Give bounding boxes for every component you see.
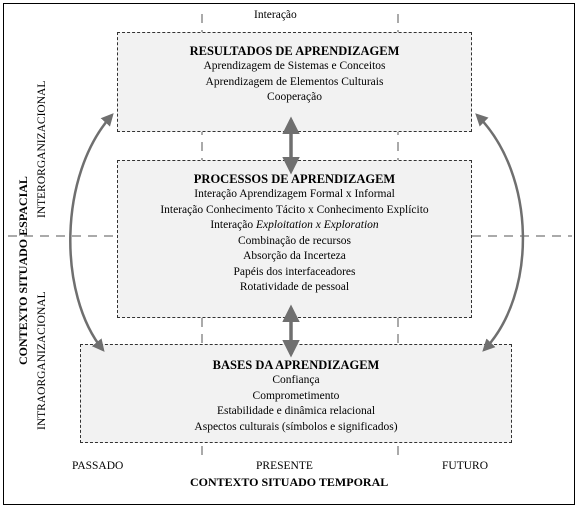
- inter-organizational-label: INTERORGANIZACIONAL: [36, 80, 48, 218]
- top-interaction-label: Interação: [254, 9, 297, 21]
- bases-item: Estabilidade e dinâmica relacional: [216, 405, 376, 417]
- results-box: RESULTADOS DE APRENDIZAGEM Aprendizagem …: [117, 32, 472, 132]
- results-item: Aprendizagem de Elementos Culturais: [205, 75, 384, 88]
- future-label: FUTURO: [442, 460, 489, 472]
- processes-title: PROCESSOS DE APRENDIZAGEM: [193, 172, 396, 186]
- spatial-axis-title: CONTEXTO SITUADO ESPACIAL: [16, 176, 30, 365]
- results-title: RESULTADOS DE APRENDIZAGEM: [189, 44, 400, 58]
- processes-item: Rotatividade de pessoal: [239, 281, 350, 293]
- processes-item: Combinação de recursos: [237, 234, 352, 247]
- left-curved-arrow: [69, 113, 114, 352]
- right-curved-arrow: [475, 113, 525, 352]
- results-item: Cooperação: [267, 91, 322, 103]
- past-label: PASSADO: [72, 460, 124, 472]
- processes-item: Papéis dos interfaceadores: [233, 265, 356, 278]
- present-label: PRESENTE: [256, 460, 313, 472]
- bases-item: Confiança: [272, 374, 320, 386]
- bases-box: BASES DA APRENDIZAGEM Confiança Comprome…: [80, 344, 512, 443]
- bases-title: BASES DA APRENDIZAGEM: [212, 358, 380, 372]
- bases-item: Aspectos culturais (símbolos e significa…: [194, 420, 398, 433]
- processes-item: Absorção da Incerteza: [243, 250, 346, 262]
- processes-item: Interação Aprendizagem Formal x Informal: [194, 188, 395, 200]
- processes-item: Interação Exploitation x Exploration: [210, 219, 379, 231]
- temporal-axis-title: CONTEXTO SITUADO TEMPORAL: [190, 475, 389, 489]
- bases-item: Comprometimento: [252, 389, 340, 402]
- intra-organizational-label: INTRAORGANIZACIONAL: [36, 291, 48, 430]
- results-item: Aprendizagem de Sistemas e Conceitos: [203, 60, 386, 72]
- processes-item: Interação Conhecimento Tácito x Conhecim…: [160, 203, 429, 216]
